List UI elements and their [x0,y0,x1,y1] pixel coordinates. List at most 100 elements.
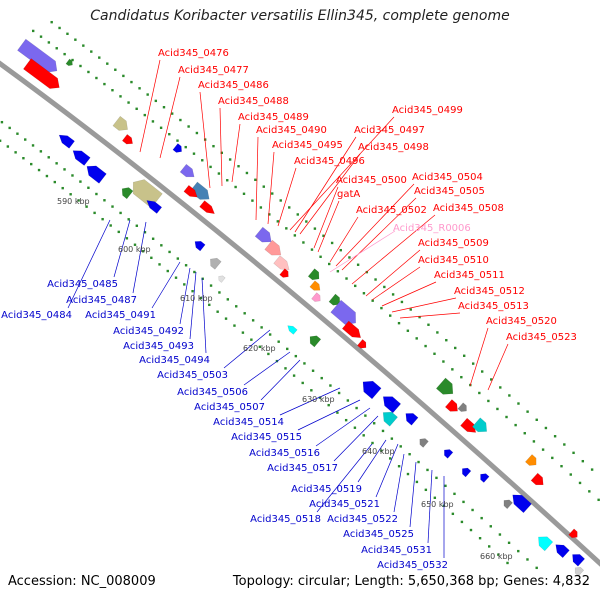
forward-gene-glyph [17,38,58,73]
tick-dot [184,145,187,149]
leader-line [341,197,417,271]
forward-gene-glyph [341,320,362,339]
forward-gene-glyph [199,200,215,215]
tick-dot [364,414,367,417]
tick-dot [578,481,582,485]
tick-dot [390,437,394,440]
tick-dot [162,106,166,109]
tick-dot [31,144,35,147]
tick-dot [30,162,33,166]
forward-gene-glyph [307,268,320,281]
reverse-gene-glyph [194,241,206,252]
map-title: Candidatus Koribacter versatilis Ellin34… [90,8,510,24]
tick-dot [55,162,58,165]
tick-dot [224,317,228,320]
tick-dot [111,205,114,208]
forward-gene-label: Acid345_0505 [414,186,485,197]
tick-dot [389,314,392,317]
tick-dot [590,468,594,471]
tick-dot [535,418,538,422]
forward-gene-label: Acid345_0512 [454,286,525,297]
tick-dot [260,326,263,329]
leader-line [279,387,341,416]
leader-line [151,261,181,309]
kbp-tick-label: 660 kbp [480,552,513,561]
tick-dot [356,263,360,266]
forward-gene-glyph [309,280,321,291]
reverse-gene-glyph [555,544,570,559]
leader-line [313,186,339,249]
reverse-gene-glyph [462,467,472,478]
tick-dot [66,32,69,36]
reverse-gene-label: Acid345_0492 [113,326,184,337]
tick-dot [305,220,308,223]
tick-dot [514,423,517,427]
reverse-gene-label: Acid345_0532 [377,560,448,571]
reverse-gene-glyph [121,187,134,200]
tick-dot [133,243,137,246]
reverse-gene-label: Acid345_0518 [250,514,321,525]
tick-dot [301,381,304,385]
tick-dot [487,399,490,403]
reverse-gene-glyph [572,554,586,567]
leader-line [219,107,223,187]
reverse-gene-glyph [146,200,163,214]
leader-line [294,136,357,233]
tick-dot [146,93,149,96]
tick-dot-rows [0,20,600,570]
tick-dot [119,211,122,215]
tick-dot [435,476,438,480]
leader-line [223,329,271,369]
tick-dot [442,360,445,363]
tick-dot [302,241,305,244]
tick-dot [296,213,299,216]
tick-dot [563,443,566,446]
tick-dot [158,263,161,266]
reverse-gene-label: Acid345_0491 [85,310,156,321]
tick-dot [262,185,265,188]
tick-dot [453,492,456,496]
tick-dot [460,520,464,524]
tick-dot [454,346,457,350]
forward-gene-label: Acid345_0490 [256,125,327,136]
leader-line [381,281,437,307]
tick-dot [424,344,427,348]
tick-dot [427,323,430,326]
tick-dot [355,406,358,410]
tick-dot [310,248,314,251]
forward-gene-glyph [530,472,544,486]
tick-dot [517,402,520,405]
tick-dot [212,144,215,148]
tick-dot [168,132,171,136]
tick-dot [228,158,232,161]
tick-dot [535,566,538,570]
forward-gene-glyph [172,143,182,153]
tick-dot [151,120,155,123]
tick-dot [258,345,262,348]
reverse-gene-label: Acid345_0485 [47,279,118,290]
tick-dot [480,516,483,520]
leader-line [159,76,181,159]
tick-dot [39,35,43,38]
kbp-tick-label: 630 kbp [302,395,335,404]
leader-line [243,351,291,386]
tick-dot [103,82,106,86]
tick-dot [39,150,43,153]
tick-dot [318,396,322,399]
tick-dot [329,384,332,387]
forward-gene-label: Acid345_0498 [358,142,429,153]
tick-dot [226,179,229,182]
leader-line [316,443,373,513]
tick-dot [90,50,93,53]
tick-dot [218,291,221,294]
forward-gene-label: gatA [337,189,360,200]
reverse-gene-glyph [362,380,382,400]
leader-line [399,312,461,319]
tick-dot [220,151,224,155]
tick-dot [201,277,204,280]
leader-line [365,249,421,297]
reverse-gene-label: Acid345_0506 [177,387,248,398]
forward-gene-label: Acid345_0508 [433,203,504,214]
forward-gene-glyph [65,58,73,67]
tick-dot [119,95,122,98]
